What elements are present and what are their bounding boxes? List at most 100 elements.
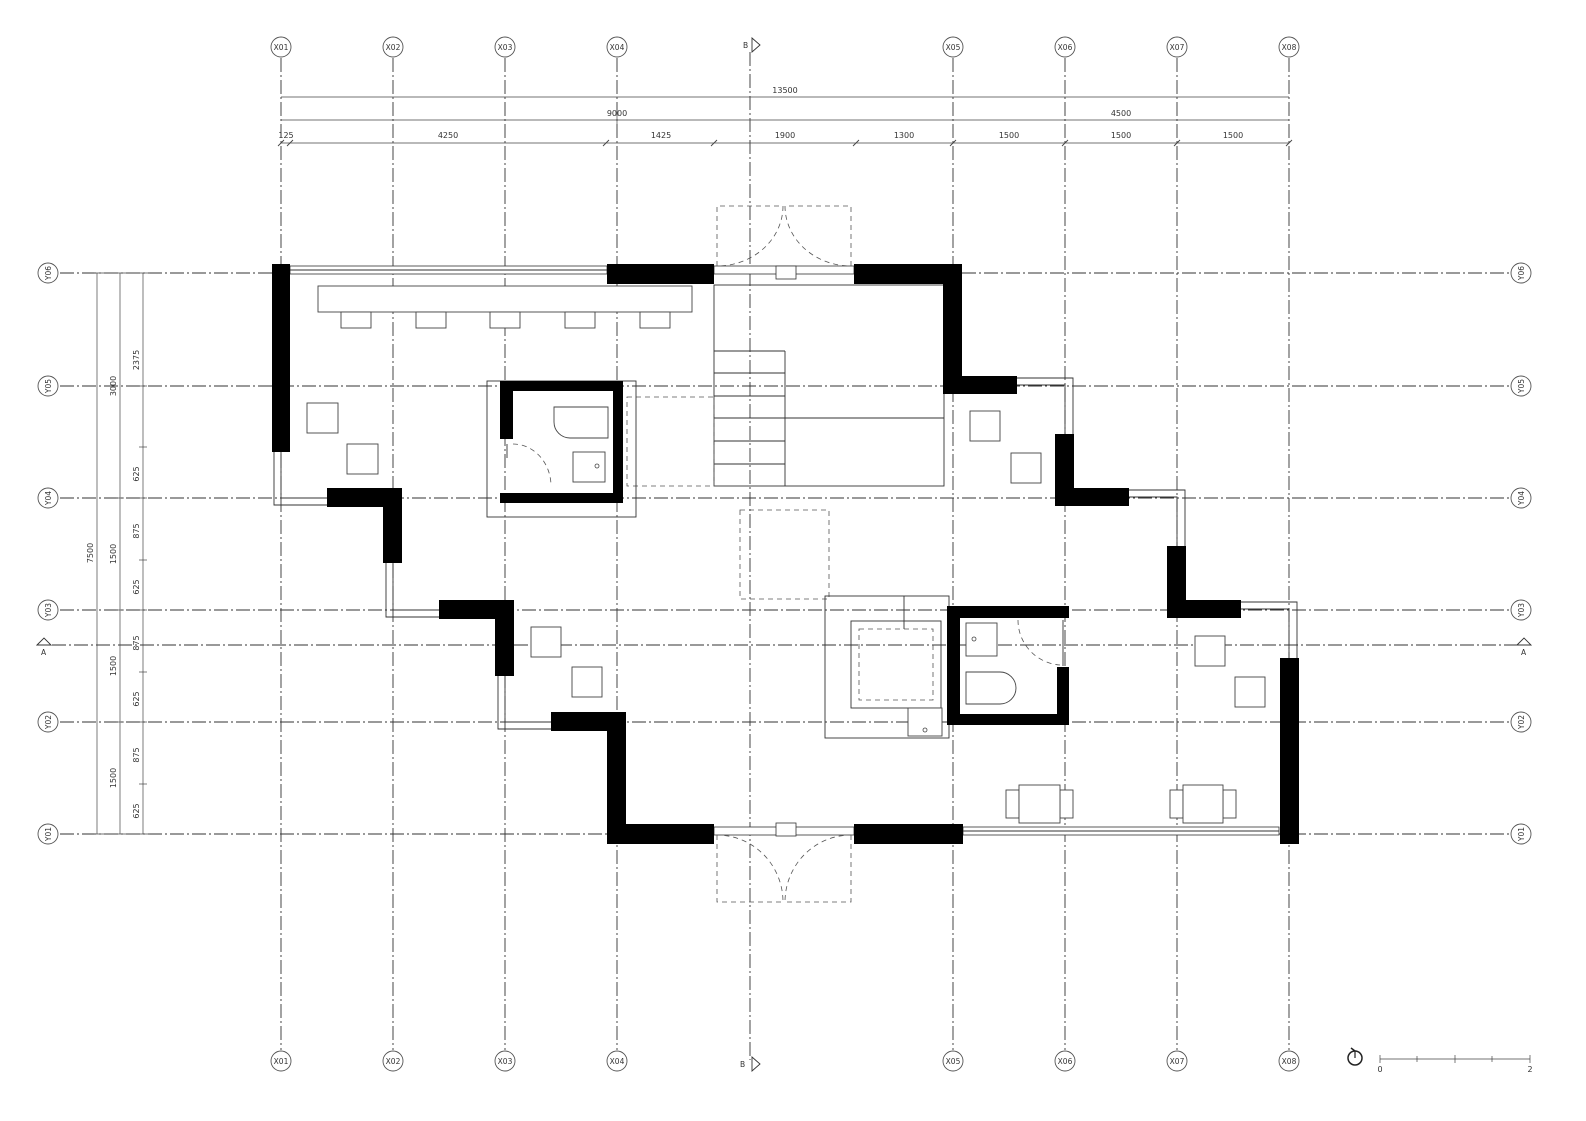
entrance-door-bottom (713, 822, 855, 903)
svg-text:X08: X08 (1282, 43, 1297, 52)
svg-text:Y04: Y04 (44, 491, 53, 506)
grid-bubble-x06: X06 (1054, 36, 1076, 58)
grid-bubbles-bottom: X01 X02 X03 X04 X05 X06 X07 X08 (270, 1050, 1300, 1072)
svg-text:X05: X05 (946, 1057, 961, 1066)
dim-bay-5: 1300 (894, 131, 914, 140)
svg-text:X02: X02 (386, 1057, 401, 1066)
dim-vertical-minor-7: 875 (132, 747, 141, 762)
grid-bubble-x07: X07 (1166, 36, 1188, 58)
scale-bar: 0 2 (1377, 1055, 1533, 1074)
grid-bubble-x03-bottom: X03 (494, 1050, 516, 1072)
svg-text:B: B (743, 41, 748, 50)
furniture (306, 285, 1266, 824)
grid-bubbles-right: Y06 Y05 Y04 Y03 Y02 Y01 (1510, 262, 1532, 845)
grid-bubble-x03: X03 (494, 36, 516, 58)
dim-vertical-minor-5: 875 (132, 635, 141, 650)
dim-overall: 13500 (772, 86, 797, 95)
grid-bubble-x01-bottom: X01 (270, 1050, 292, 1072)
grid-bubble-y02-right: Y02 (1510, 711, 1532, 733)
wc-lower-right (965, 619, 1064, 705)
svg-text:Y03: Y03 (1517, 603, 1526, 618)
grid-bubble-x04: X04 (606, 36, 628, 58)
svg-text:X04: X04 (610, 43, 625, 52)
grid-bubble-y01: Y01 (37, 823, 59, 845)
svg-text:X07: X07 (1170, 1057, 1185, 1066)
svg-text:X08: X08 (1282, 1057, 1297, 1066)
grid-bubble-y01-right: Y01 (1510, 823, 1532, 845)
dim-bay-1: 125 (278, 131, 293, 140)
grid-bubble-y06-right: Y06 (1510, 262, 1532, 284)
svg-text:Y03: Y03 (44, 603, 53, 618)
grid-lines (52, 52, 1518, 1060)
grid-bubble-y05: Y05 (37, 375, 59, 397)
grid-bubble-x05: X05 (942, 36, 964, 58)
dim-vertical-major-3: 1500 (109, 656, 118, 676)
svg-text:X01: X01 (274, 43, 289, 52)
svg-text:Y05: Y05 (44, 379, 53, 394)
dim-vertical-minor-4: 625 (132, 579, 141, 594)
svg-text:Y01: Y01 (1517, 827, 1526, 842)
dim-vertical-minor-2: 625 (132, 466, 141, 481)
windows (273, 265, 1298, 836)
dim-segment-a: 9000 (607, 109, 627, 118)
svg-text:X03: X03 (498, 43, 513, 52)
grid-bubble-x07-bottom: X07 (1166, 1050, 1188, 1072)
svg-text:X05: X05 (946, 43, 961, 52)
svg-text:Y06: Y06 (1517, 266, 1526, 281)
grid-bubble-x02-bottom: X02 (382, 1050, 404, 1072)
svg-text:B: B (740, 1060, 745, 1069)
svg-text:X04: X04 (610, 1057, 625, 1066)
dim-bay-4: 1900 (775, 131, 795, 140)
grid-bubble-x08-bottom: X08 (1278, 1050, 1300, 1072)
grid-bubble-y05-right: Y05 (1510, 375, 1532, 397)
horizontal-dimensions: 13500 9000 4500 125 4250 1425 1900 1300 … (277, 86, 1293, 147)
vertical-dimensions: 7500 3000 1500 1500 1500 2375 625 875 62… (86, 272, 150, 835)
dim-vertical-total: 7500 (86, 543, 95, 563)
dim-segment-b: 4500 (1111, 109, 1131, 118)
north-arrow-icon (1347, 1047, 1363, 1066)
entrance-door-top (713, 205, 855, 280)
grid-bubble-x01: X01 (270, 36, 292, 58)
grid-bubbles-top: X01 X02 X03 X04 X05 X06 X07 X08 (270, 36, 1300, 58)
svg-text:Y04: Y04 (1517, 491, 1526, 506)
dim-vertical-major-2: 1500 (109, 544, 118, 564)
svg-text:X01: X01 (274, 1057, 289, 1066)
dim-vertical-minor-8: 625 (132, 803, 141, 818)
grid-bubble-y02: Y02 (37, 711, 59, 733)
grid-bubble-x05-bottom: X05 (942, 1050, 964, 1072)
svg-text:Y05: Y05 (1517, 379, 1526, 394)
svg-text:Y02: Y02 (44, 715, 53, 730)
svg-text:A: A (41, 648, 47, 657)
dim-vertical-minor-6: 625 (132, 691, 141, 706)
section-marker-a-right: A (1515, 637, 1533, 657)
grid-bubbles-left: Y06 Y05 Y04 Y03 Y02 Y01 (37, 262, 59, 845)
dim-bay-7: 1500 (1111, 131, 1131, 140)
grid-bubble-y04-right: Y04 (1510, 487, 1532, 509)
svg-text:Y06: Y06 (44, 266, 53, 281)
grid-bubble-x08: X08 (1278, 36, 1300, 58)
svg-text:X06: X06 (1058, 43, 1073, 52)
grid-bubble-y06: Y06 (37, 262, 59, 284)
dim-vertical-minor-1: 2375 (132, 350, 141, 370)
staircase (626, 284, 945, 600)
svg-text:Y02: Y02 (1517, 715, 1526, 730)
dim-bay-6: 1500 (999, 131, 1019, 140)
svg-text:Y01: Y01 (44, 827, 53, 842)
scale-start: 0 (1377, 1065, 1382, 1074)
svg-text:X03: X03 (498, 1057, 513, 1066)
dim-bay-2: 4250 (438, 131, 458, 140)
grid-bubble-y03-right: Y03 (1510, 599, 1532, 621)
section-marker-b-bottom: B (740, 1056, 761, 1072)
dim-vertical-minor-3: 875 (132, 523, 141, 538)
dim-vertical-major-1: 3000 (109, 376, 118, 396)
svg-text:X07: X07 (1170, 43, 1185, 52)
grid-bubble-x02: X02 (382, 36, 404, 58)
kitchen-unit (824, 595, 950, 739)
grid-bubble-x06-bottom: X06 (1054, 1050, 1076, 1072)
section-marker-a-left: A (35, 637, 53, 657)
walls (272, 264, 1299, 844)
svg-text:X02: X02 (386, 43, 401, 52)
svg-text:A: A (1521, 648, 1527, 657)
dim-bay-8: 1500 (1223, 131, 1243, 140)
